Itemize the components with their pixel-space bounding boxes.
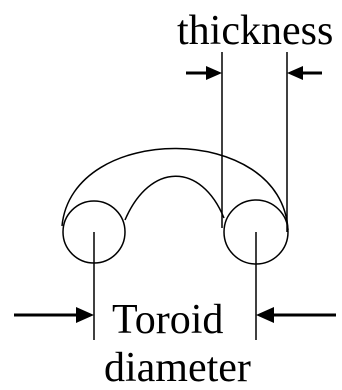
thickness-right-arrow-head [287,66,303,80]
toroid-label: Toroid [112,297,223,343]
thickness-left-arrow-head [206,66,222,80]
diameter-label: diameter [104,345,251,390]
diameter-left-arrow-head [76,307,94,323]
thickness-label: thickness [177,8,333,54]
torus-inner-arc [124,175,225,221]
diameter-right-arrow-head [256,307,274,323]
torus-outer-arc [61,147,289,231]
